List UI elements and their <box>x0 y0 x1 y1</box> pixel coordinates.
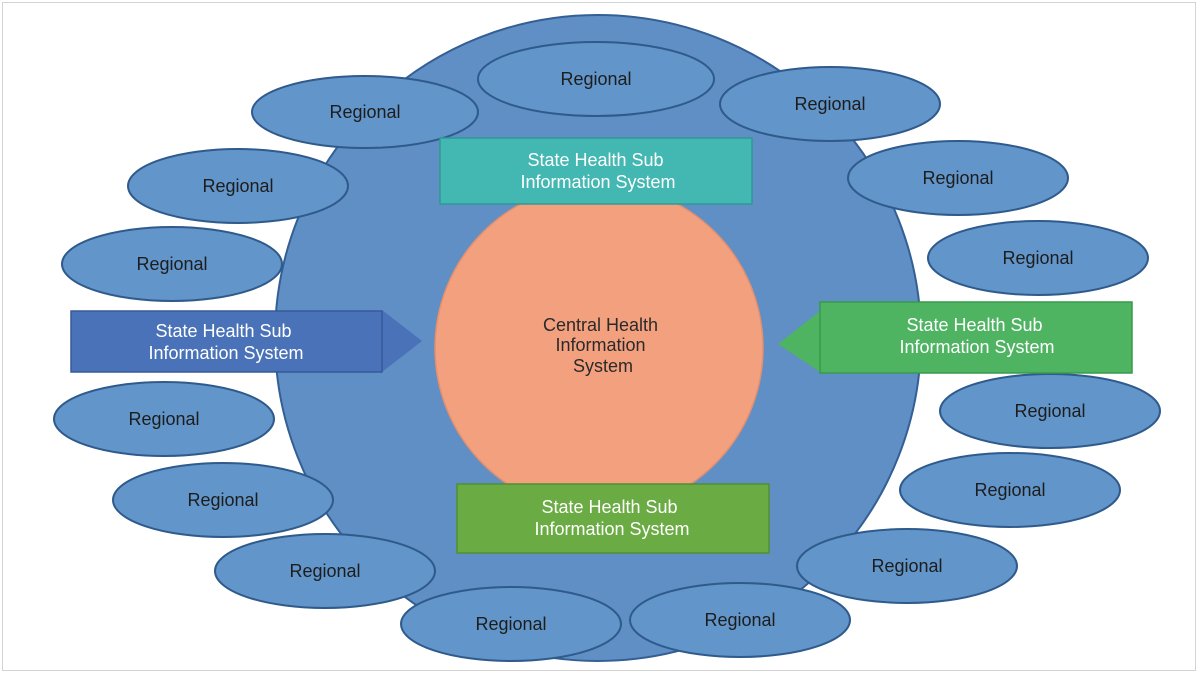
subsystem-right-line-2: Information System <box>899 337 1054 357</box>
regional-ellipse <box>899 452 1121 528</box>
regional-ellipse <box>112 462 334 538</box>
subsystem-bottom-line-2: Information System <box>534 519 689 539</box>
regional-ellipse <box>796 528 1018 604</box>
regional-ellipse <box>927 220 1149 296</box>
subsystem-right-box <box>819 301 1133 374</box>
regional-label: Regional <box>475 614 546 634</box>
regional-label: Regional <box>1002 248 1073 268</box>
regional-ellipse <box>629 582 851 658</box>
central-label-line-2: Information <box>555 335 645 355</box>
regional-label: Regional <box>136 254 207 274</box>
regional-label: Regional <box>794 94 865 114</box>
subsystem-top: State Health Sub Information System <box>439 137 753 205</box>
subsystem-bottom: State Health Sub Information System <box>456 483 770 554</box>
regional-label: Regional <box>329 102 400 122</box>
regional-label: Regional <box>289 561 360 581</box>
regional-ellipse <box>251 75 479 149</box>
regional-ellipse <box>939 373 1161 449</box>
subsystem-bottom-label: State Health Sub Information System <box>534 497 689 539</box>
central-label-line-1: Central Health <box>543 315 658 335</box>
regional-label: Regional <box>922 168 993 188</box>
central-label-line-3: System <box>573 356 633 376</box>
regional-label: Regional <box>560 69 631 89</box>
subsystem-left-line-2: Information System <box>148 343 303 363</box>
regional-label: Regional <box>974 480 1045 500</box>
regional-label: Regional <box>128 409 199 429</box>
subsystem-top-line-1: State Health Sub <box>527 150 663 170</box>
regional-label: Regional <box>187 490 258 510</box>
subsystem-bottom-line-1: State Health Sub <box>541 497 677 517</box>
subsystem-left-label: State Health Sub Information System <box>148 321 303 363</box>
regional-ellipse <box>477 41 715 117</box>
regional-label: Regional <box>704 610 775 630</box>
regional-ellipse <box>53 381 275 457</box>
regional-ellipse <box>719 66 941 142</box>
subsystem-top-line-2: Information System <box>520 172 675 192</box>
subsystem-left-box <box>70 310 383 373</box>
subsystem-bottom-box <box>456 483 770 554</box>
subsystem-left-line-1: State Health Sub <box>155 321 291 341</box>
regional-ellipse <box>847 140 1069 216</box>
regional-label: Regional <box>202 176 273 196</box>
regional-ellipse <box>127 148 349 224</box>
regional-ellipse <box>61 226 283 302</box>
left-arrow <box>382 310 422 372</box>
right-arrow <box>778 311 820 372</box>
regional-label: Regional <box>1014 401 1085 421</box>
regional-ellipse <box>214 533 436 609</box>
subsystem-right: State Health Sub Information System <box>819 301 1133 374</box>
subsystem-left: State Health Sub Information System <box>70 310 383 373</box>
regional-label: Regional <box>871 556 942 576</box>
subsystem-right-label: State Health Sub Information System <box>899 315 1054 357</box>
subsystem-top-box <box>439 137 753 205</box>
regional-ellipse <box>400 586 622 662</box>
subsystem-top-label: State Health Sub Information System <box>520 150 675 192</box>
central-system-label: Central Health Information System <box>543 315 663 376</box>
subsystem-right-line-1: State Health Sub <box>906 315 1042 335</box>
